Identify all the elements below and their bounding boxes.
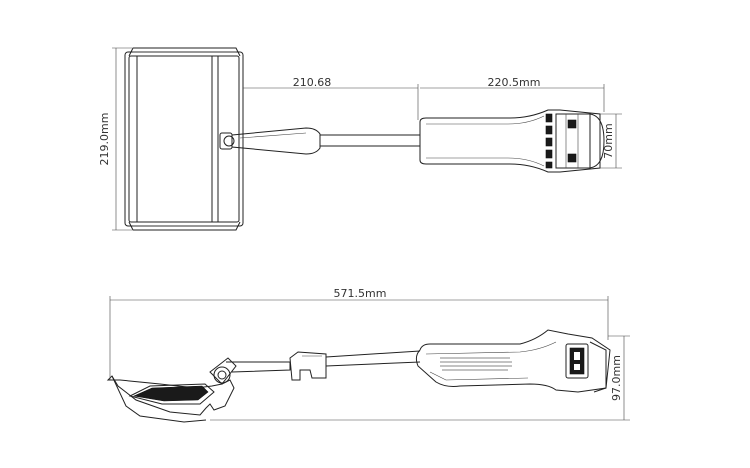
lamp-head-top (124, 47, 244, 231)
dim-overall-length: 571.5mm (109, 287, 609, 380)
grip-ring (545, 113, 591, 169)
dim-head-height-label: 219.0mm (98, 113, 111, 166)
handle-top (419, 109, 605, 173)
handle-vents (440, 357, 512, 371)
dim-handle-diameter-label: 70mm (602, 123, 615, 158)
handle-side (415, 329, 611, 393)
dim-overall-length-label: 571.5mm (334, 287, 387, 300)
dim-head-height: 219.0mm (98, 47, 132, 231)
dim-handle-diameter: 70mm (600, 113, 622, 169)
side-view: 571.5mm 97.0mm (106, 287, 630, 423)
lamp-head-side (106, 375, 235, 423)
dim-shaft-length: 210.68 (243, 76, 419, 120)
shaft-top (231, 127, 420, 155)
top-view: 219.0mm 210.68 220.5mm 70mm (98, 47, 622, 231)
shaft-coupling-side (289, 350, 421, 381)
dim-handle-length: 220.5mm (420, 76, 605, 112)
dim-side-height-label: 97.0mm (610, 355, 623, 401)
dim-handle-length-label: 220.5mm (488, 76, 541, 89)
dim-shaft-length-label: 210.68 (293, 76, 332, 89)
power-socket-side (565, 343, 589, 379)
dim-side-height: 97.0mm (210, 335, 630, 421)
pivot-joint-side (209, 357, 291, 385)
